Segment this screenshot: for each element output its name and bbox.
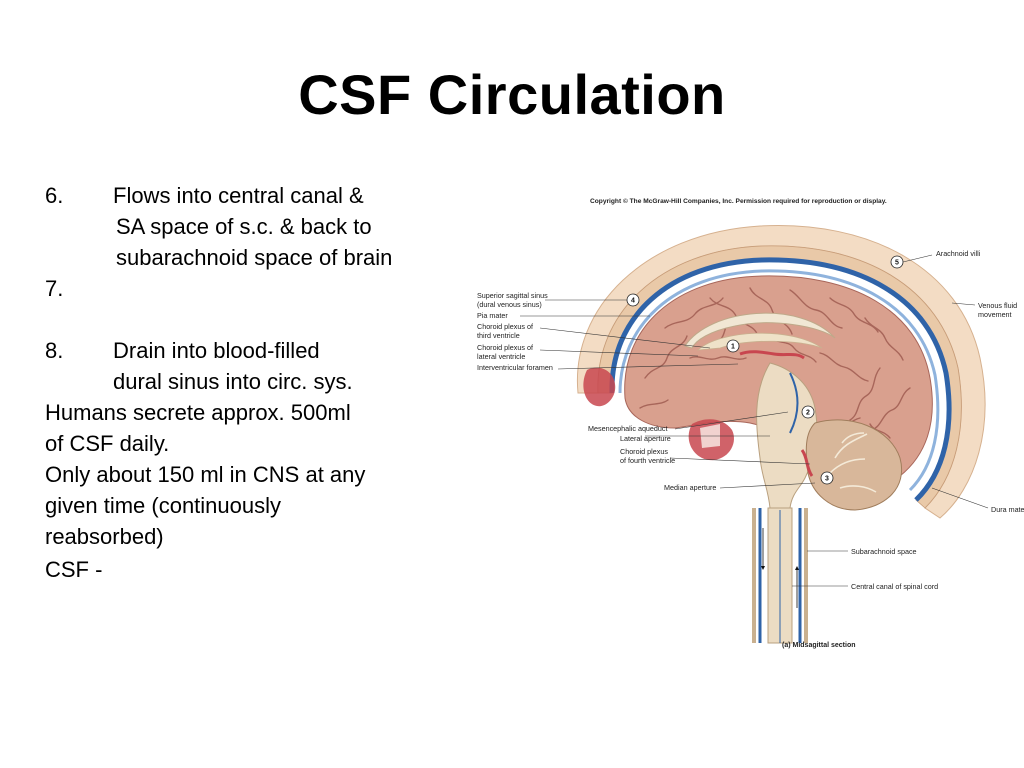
label-dura-mater: Dura mater (991, 505, 1024, 514)
para-1-line-1: Humans secrete approx. 500ml (45, 400, 351, 425)
item-6-line-1: 6. Flows into central canal & (45, 180, 465, 211)
item-6-line-3: subarachnoid space of brain (116, 245, 393, 270)
label-choroid-plexus-lateral-1: Choroid plexus of (477, 343, 533, 352)
label-median-aperture: Median aperture (664, 483, 716, 492)
label-choroid-plexus-fourth-1: Choroid plexus (620, 447, 668, 456)
step-marker-3: 3 (820, 471, 834, 485)
label-interventricular-foramen: Interventricular foramen (477, 363, 553, 372)
brain-sulci (639, 287, 911, 439)
item-8-line-1: 8. Drain into blood-filled (45, 335, 465, 366)
csf-line: CSF - (45, 557, 103, 582)
para-2-line-1: Only about 150 ml in CNS at any (45, 462, 366, 487)
body-text: 6. Flows into central canal & SA space of… (45, 180, 465, 585)
label-venous-fluid: Venous fluid (978, 301, 1017, 310)
item-8-text-1: Drain into blood-filled (113, 338, 320, 363)
brain-diagram: Copyright © The McGraw-Hill Companies, I… (477, 197, 1024, 649)
para-2-line-2: given time (continuously (45, 493, 282, 518)
item-8-number: 8. (45, 338, 64, 363)
svg-text:2: 2 (806, 410, 810, 417)
copyright-notice: Copyright © The McGraw-Hill Companies, I… (590, 197, 887, 205)
svg-text:1: 1 (731, 344, 735, 351)
brainstem (756, 362, 818, 509)
label-superior-sagittal-sinus: Superior sagittal sinus (477, 291, 548, 300)
item-7-number: 7. (45, 276, 64, 301)
para-2-line-3: reabsorbed) (45, 524, 164, 549)
label-choroid-plexus-fourth-2: of fourth ventricle (620, 456, 675, 465)
label-choroid-plexus-lateral-2: lateral ventricle (477, 352, 525, 361)
item-6-number: 6. (45, 183, 64, 208)
label-mesencephalic-aqueduct: Mesencephalic aqueduct (588, 424, 668, 433)
choroid-plexus-fourth-ventricle (800, 449, 814, 477)
label-dural-venous-sinus: (dural venous sinus) (477, 300, 542, 309)
corpus-callosum (684, 312, 836, 349)
spacer (45, 304, 465, 335)
para-1-line-2: of CSF daily. (45, 431, 170, 456)
slide-title: CSF Circulation (298, 63, 726, 126)
step-marker-4: 4 (626, 293, 640, 307)
figure-caption: (a) Midsagittal section (782, 642, 856, 649)
arbor-vitae (829, 432, 877, 493)
step-marker-2: 2 (801, 405, 815, 419)
step-marker-1: 1 (726, 339, 740, 353)
subarachnoid-csf-band (609, 257, 952, 502)
label-pia-mater: Pia mater (477, 311, 508, 320)
label-choroid-plexus-third-2: third ventricle (477, 331, 520, 340)
item-6-line-2: SA space of s.c. & back to (116, 214, 372, 239)
frontal-sinus (583, 367, 616, 407)
step-marker-5: 5 (890, 255, 904, 269)
label-choroid-plexus-third-1: Choroid plexus of (477, 322, 533, 331)
svg-text:5: 5 (895, 260, 899, 267)
label-central-canal: Central canal of spinal cord (851, 582, 938, 591)
label-venous-movement: movement (978, 310, 1012, 319)
choroid-plexus-third-ventricle (739, 350, 805, 360)
label-subarachnoid-space: Subarachnoid space (851, 547, 917, 556)
label-lateral-aperture: Lateral aperture (620, 434, 671, 443)
item-8-line-2: dural sinus into circ. sys. (113, 369, 353, 394)
item-7-line: 7. (45, 273, 465, 304)
label-arachnoid-villi: Arachnoid villi (936, 249, 981, 258)
svg-text:4: 4 (631, 298, 635, 305)
svg-text:3: 3 (825, 476, 829, 483)
brain-midsagittal-figure: Copyright © The McGraw-Hill Companies, I… (470, 188, 1024, 653)
item-6-text-1: Flows into central canal & (113, 183, 364, 208)
